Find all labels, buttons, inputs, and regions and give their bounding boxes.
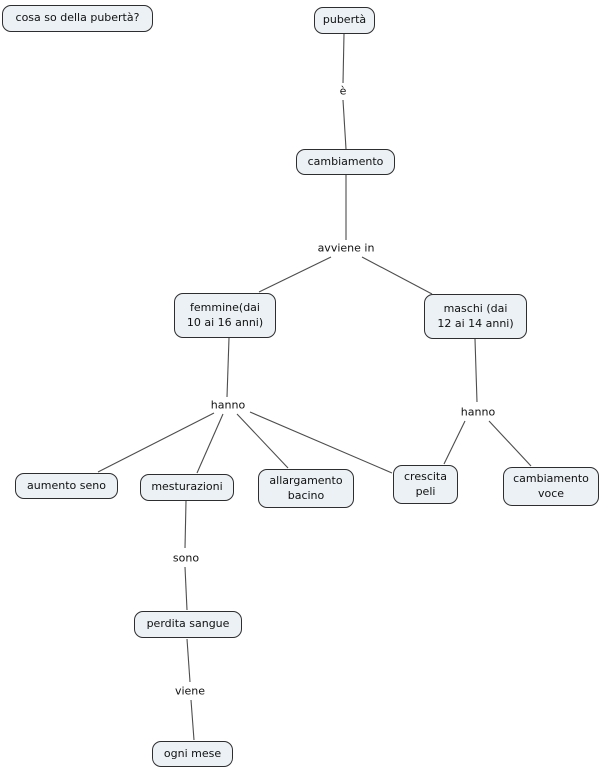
node-question[interactable]: cosa so della pubertà? <box>2 5 153 32</box>
connector-line-sono-perdita <box>184 566 188 611</box>
node-aumento-seno[interactable]: aumento seno <box>15 473 118 499</box>
link-label-hanno-left[interactable]: hanno <box>208 398 248 412</box>
connector-line-avviene-maschi <box>361 256 433 295</box>
connector-line-hanno-mesturazioni <box>196 413 224 474</box>
connector-line-viene-ogni-mese <box>190 699 195 741</box>
node-cambiamento-voce[interactable]: cambiamento voce <box>503 467 599 506</box>
node-cambiamento[interactable]: cambiamento <box>296 149 395 175</box>
connector-line-femmine-hanno <box>226 337 230 398</box>
connector-line-hanno2-voce <box>488 420 532 467</box>
node-allargamento-bacino[interactable]: allargamento bacino <box>258 469 354 508</box>
connector-line-hanno-aumento-seno <box>97 412 215 473</box>
link-label-sono[interactable]: sono <box>170 551 202 565</box>
link-label-e[interactable]: è <box>337 84 349 98</box>
connector-line-puberta-e <box>342 33 345 84</box>
connector-line-perdita-viene <box>186 638 191 683</box>
node-ogni-mese[interactable]: ogni mese <box>152 741 233 767</box>
node-mesturazioni[interactable]: mesturazioni <box>140 474 234 501</box>
connector-line-hanno-crescita-peli <box>249 411 393 474</box>
connector-line-e-cambiamento <box>342 99 347 150</box>
connector-line-avviene-femmine <box>258 256 332 293</box>
node-crescita-peli[interactable]: crescita peli <box>393 465 458 504</box>
link-label-avviene-in[interactable]: avviene in <box>315 241 377 255</box>
node-puberta[interactable]: pubertà <box>314 7 375 34</box>
node-maschi[interactable]: maschi (dai 12 ai 14 anni) <box>424 294 527 339</box>
connector-line-maschi-hanno <box>474 338 478 403</box>
link-label-viene[interactable]: viene <box>172 684 208 698</box>
link-label-hanno-right[interactable]: hanno <box>458 405 498 419</box>
connector-line-hanno2-crescita-peli <box>443 420 466 465</box>
node-femmine[interactable]: femmine(dai 10 ai 16 anni) <box>174 293 276 338</box>
node-perdita-sangue[interactable]: perdita sangue <box>134 611 242 638</box>
connector-line-hanno-allargamento <box>236 413 289 469</box>
connector-line-mesturazioni-sono <box>184 500 187 549</box>
